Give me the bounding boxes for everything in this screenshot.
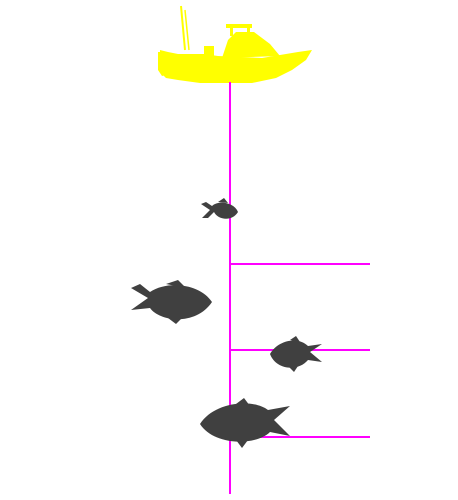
boat-icon	[158, 5, 312, 83]
fish-icon	[270, 336, 322, 372]
fish-icon	[200, 398, 290, 448]
fish-icon	[201, 198, 238, 219]
fish-icon	[131, 280, 212, 324]
